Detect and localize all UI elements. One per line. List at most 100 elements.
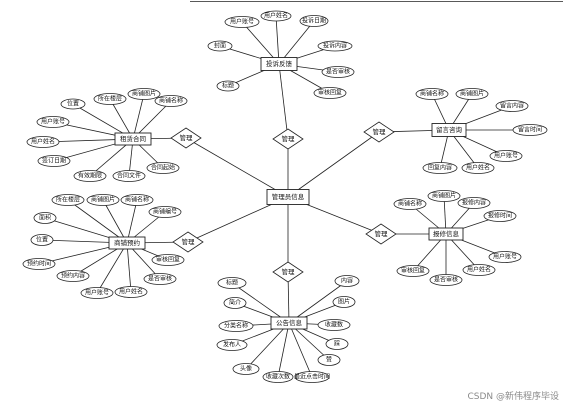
relation-diamond-repair xyxy=(365,223,397,245)
attribute-label-repair: 用户姓名 xyxy=(467,266,491,274)
attribute-ellipse-repair xyxy=(393,198,427,210)
connector-center-contract xyxy=(185,137,289,198)
attribute-ellipse-notice xyxy=(217,277,247,289)
attribute-ellipse-complaint xyxy=(224,16,260,28)
attribute-ellipse-reserve xyxy=(114,286,148,298)
relation-label-message: 管理 xyxy=(373,127,387,136)
attribute-ellipse-repair xyxy=(462,264,496,276)
attribute-ellipse-complaint xyxy=(317,40,353,52)
relation-diamond-complaint xyxy=(272,128,304,150)
attribute-label-notice: 最近点击时间 xyxy=(294,373,330,381)
attribute-ellipse-message xyxy=(512,124,548,136)
connector-attr-complaint xyxy=(278,20,315,65)
attribute-label-reserve: 用户账号 xyxy=(85,289,109,297)
attribute-label-message: 用户账号 xyxy=(494,152,518,160)
attribute-label-repair: 报修内容 xyxy=(462,199,486,207)
attribute-ellipse-notice xyxy=(325,338,349,350)
attribute-label-repair: 商铺名称 xyxy=(398,200,422,208)
attribute-ellipse-complaint xyxy=(299,15,329,27)
attribute-label-contract: 商铺图片 xyxy=(132,90,156,98)
attribute-ellipse-reserve xyxy=(22,258,56,270)
connector-attr-notice xyxy=(245,322,290,370)
diagram-shapes: 管理员信息用户账号用户姓名投诉日期封面投诉内容是否审核审核回复标题管理投诉反馈商… xyxy=(22,10,548,383)
attribute-label-complaint: 封面 xyxy=(214,42,226,50)
attribute-label-reserve: 预约内容 xyxy=(61,272,85,280)
attribute-ellipse-repair xyxy=(427,190,461,202)
attribute-ellipse-reserve xyxy=(56,270,90,282)
attribute-ellipse-notice xyxy=(332,296,356,308)
attribute-label-complaint: 审核回复 xyxy=(318,89,342,97)
attribute-label-repair: 报修时间 xyxy=(488,212,512,220)
entity-label-repair: 报修信息 xyxy=(433,229,460,238)
attribute-label-contract: 用户姓名 xyxy=(31,138,55,146)
relation-label-notice: 管理 xyxy=(282,267,296,276)
entity-label-message: 留言咨询 xyxy=(436,125,463,134)
attribute-label-repair: 商铺图片 xyxy=(432,192,456,200)
attribute-label-reserve: 商铺编号 xyxy=(153,208,177,216)
attribute-label-reserve: 审核回复 xyxy=(156,256,180,264)
attribute-label-notice: 内容 xyxy=(341,277,353,285)
attribute-label-notice: 发布人 xyxy=(223,341,241,349)
connector-attr-notice xyxy=(288,280,348,324)
attribute-ellipse-contract xyxy=(127,88,161,100)
attribute-label-contract: 合同起始 xyxy=(151,164,175,172)
attribute-label-message: 回复内容 xyxy=(428,164,452,172)
attribute-ellipse-reserve xyxy=(30,234,54,246)
entity-reserve xyxy=(108,236,146,250)
attribute-label-reserve: 商铺名称 xyxy=(125,196,149,204)
entity-label-complaint: 投诉反馈 xyxy=(266,59,293,68)
attribute-ellipse-reserve xyxy=(120,194,154,206)
attribute-ellipse-reserve xyxy=(151,254,185,266)
attribute-ellipse-message xyxy=(461,162,495,174)
attribute-label-notice: 标题 xyxy=(226,279,238,287)
attribute-label-notice: 收藏次数 xyxy=(266,373,290,381)
attribute-ellipse-notice xyxy=(317,319,351,331)
attribute-ellipse-reserve xyxy=(33,212,57,224)
attribute-ellipse-contract xyxy=(93,93,127,105)
attribute-label-contract: 商铺名称 xyxy=(159,97,183,105)
attribute-label-reserve: 商铺图片 xyxy=(91,196,115,204)
attribute-ellipse-contract xyxy=(37,155,71,167)
relation-label-contract: 管理 xyxy=(180,133,194,142)
attribute-ellipse-complaint xyxy=(313,87,347,99)
entity-repair xyxy=(428,227,464,241)
attribute-ellipse-message xyxy=(495,100,529,112)
relation-diamond-contract xyxy=(170,127,202,149)
attribute-ellipse-reserve xyxy=(51,194,85,206)
attribute-label-reserve: 预约时间 xyxy=(27,260,51,268)
attribute-ellipse-repair xyxy=(488,251,522,263)
entity-label-reserve: 商铺预约 xyxy=(114,238,140,247)
attribute-ellipse-repair xyxy=(457,197,491,209)
attribute-label-complaint: 投诉内容 xyxy=(323,42,347,50)
entity-contract xyxy=(114,132,152,146)
attribute-ellipse-contract xyxy=(73,170,107,182)
attribute-ellipse-message xyxy=(422,162,458,174)
connector-attr-contract xyxy=(109,98,134,140)
attribute-ellipse-contract xyxy=(154,95,188,107)
attribute-ellipse-notice xyxy=(232,363,260,375)
attribute-label-message: 商铺图片 xyxy=(460,90,484,98)
attribute-ellipse-contract xyxy=(112,170,146,182)
connector-attr-contract xyxy=(132,93,145,140)
attribute-label-reserve: 用户姓名 xyxy=(119,288,143,296)
attribute-ellipse-contract xyxy=(60,98,86,110)
attribute-ellipse-reserve xyxy=(143,273,177,285)
attribute-label-reserve: 是否审核 xyxy=(148,275,172,283)
attribute-ellipse-repair xyxy=(483,210,517,222)
attribute-ellipse-notice xyxy=(317,354,341,366)
attribute-ellipse-contract xyxy=(36,116,70,128)
attribute-ellipse-contract xyxy=(146,162,180,174)
relation-label-complaint: 管理 xyxy=(282,134,296,143)
attribute-label-notice: 头像 xyxy=(240,365,252,373)
entity-label-notice: 公告信息 xyxy=(276,318,303,327)
attribute-label-complaint: 用户账号 xyxy=(230,18,254,26)
relation-diamond-message xyxy=(363,121,395,143)
attribute-label-notice: 收藏数 xyxy=(325,321,343,329)
entity-center-label: 管理员信息 xyxy=(272,192,305,201)
attribute-label-notice: 踩 xyxy=(334,341,340,348)
connector-attr-notice xyxy=(288,322,313,378)
connector-relation-complaint xyxy=(278,63,289,140)
attribute-label-repair: 审核回复 xyxy=(401,267,425,275)
attribute-label-repair: 用户账号 xyxy=(493,253,517,261)
attribute-ellipse-notice xyxy=(223,297,247,309)
